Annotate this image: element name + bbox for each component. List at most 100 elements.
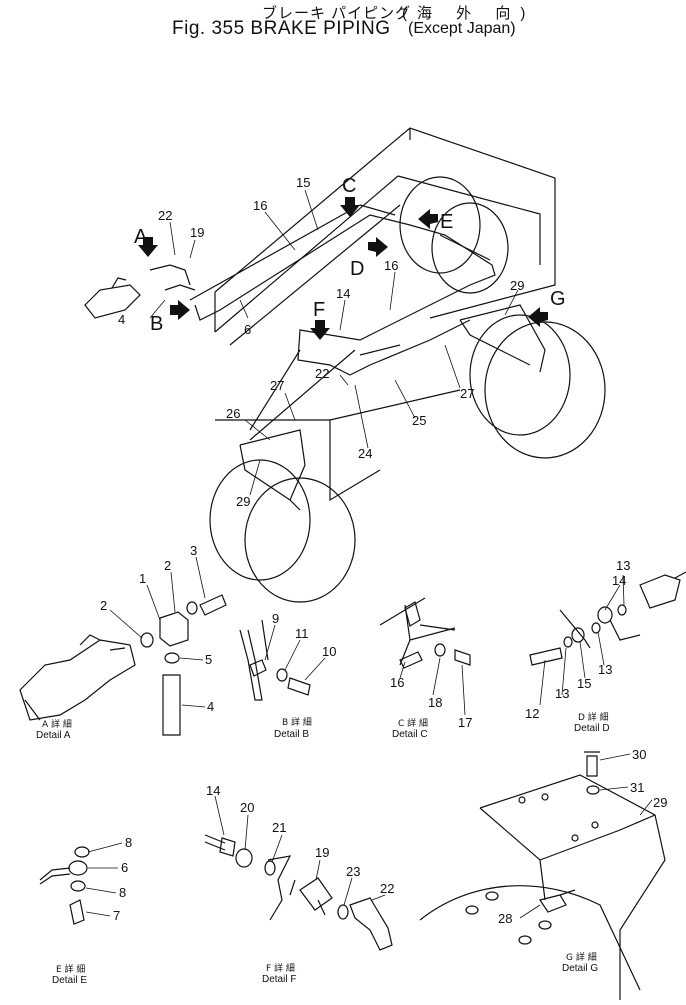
detail-g: 30 31 29 28 G 詳 細 Detail G	[419, 747, 667, 1000]
detail-c-clamp	[399, 601, 423, 669]
detail-a-part-4: 4	[207, 699, 214, 714]
detail-c-part-16: 16	[390, 675, 404, 690]
brake-pipe-parallel	[189, 204, 491, 441]
figure-title: Fig. 355 BRAKE PIPING	[172, 18, 391, 39]
detail-d-part-13: 13	[616, 558, 630, 573]
callout-27b: 27	[460, 386, 474, 401]
detail-e-bolt	[69, 899, 85, 925]
arrow-d	[368, 237, 388, 257]
detail-d-bolt	[529, 647, 563, 666]
detail-b-pipe	[239, 629, 263, 701]
detail-b-en-label: Detail B	[274, 729, 309, 740]
detail-d-washer-mid	[563, 636, 573, 648]
front-wheel-lower	[431, 202, 509, 294]
callout-15: 15	[296, 175, 310, 190]
detail-f-clip	[264, 860, 276, 876]
detail-g-fender	[479, 774, 666, 1000]
detail-f-pipe	[204, 834, 226, 851]
detail-g-hole-4	[591, 821, 599, 829]
detail-g-part-29: 29	[653, 795, 667, 810]
detail-a-washer	[140, 632, 154, 648]
detail-a-part-3: 3	[190, 543, 197, 558]
leader-lines-main	[149, 189, 519, 496]
detail-b-leaders	[264, 624, 326, 681]
detail-b-bolt	[287, 677, 311, 696]
detail-g-hole-2	[541, 793, 549, 801]
detail-e-part-6: 6	[121, 860, 128, 875]
detail-f-part-14: 14	[206, 783, 220, 798]
callout-6: 6	[244, 322, 251, 337]
detail-d-part-14: 14	[612, 573, 626, 588]
rear-wheel-right-inner	[469, 314, 571, 436]
detail-e-part-8b: 8	[119, 885, 126, 900]
detail-f-seal	[337, 904, 349, 920]
detail-g-en-label: Detail G	[562, 963, 598, 974]
detail-f-nut	[235, 848, 253, 868]
detail-b-part-11: 11	[295, 626, 309, 641]
detail-g-washer	[586, 785, 600, 795]
front-wheel-upper	[399, 176, 481, 274]
detail-e-jp-label: E 詳 細	[56, 963, 85, 975]
detail-b-washer	[276, 668, 288, 682]
view-letter-b: B	[150, 313, 163, 335]
detail-a-part-2: 2	[164, 558, 171, 573]
detail-a-washer-2	[186, 601, 198, 615]
detail-g-leaders	[519, 753, 653, 919]
detail-g-boss-1	[465, 905, 479, 915]
detail-f-part-21: 21	[272, 820, 286, 835]
callout-29: 29	[510, 278, 524, 293]
detail-c-part-18: 18	[428, 695, 442, 710]
detail-b: 9 11 10 B 詳 細 Detail B	[239, 611, 336, 740]
detail-d-part-13c: 13	[598, 662, 612, 677]
detail-g-part-28: 28	[498, 911, 512, 926]
view-letter-e: E	[440, 211, 453, 233]
detail-c-bolt	[454, 649, 471, 666]
title-japanese-region: (海 外 向)	[402, 5, 536, 22]
arrow-e	[418, 209, 438, 229]
detail-c-leaders	[399, 657, 466, 716]
detail-e-part-7: 7	[113, 908, 120, 923]
detail-g-hole-1	[518, 796, 526, 804]
callout-26: 26	[226, 406, 240, 421]
detail-c-pipes	[379, 597, 456, 666]
detail-d-washer-right	[591, 622, 601, 634]
callout-16b: 16	[384, 258, 398, 273]
callout-24: 24	[358, 446, 372, 461]
detail-a-pipe	[162, 674, 181, 736]
detail-g-boss-4	[538, 920, 552, 930]
detail-a-part-1: 1	[139, 571, 146, 586]
detail-f-union	[299, 877, 333, 916]
detail-f-part-22: 22	[380, 881, 394, 896]
detail-e: 8 6 8 7 E 詳 細 Detail E	[39, 835, 132, 986]
arrow-a	[138, 237, 158, 257]
fender-right	[459, 304, 546, 373]
arrow-g	[528, 307, 548, 327]
detail-f-en-label: Detail F	[262, 974, 296, 985]
detail-g-part-30: 30	[632, 747, 646, 762]
detail-b-part-10: 10	[322, 644, 336, 659]
detail-b-jp-label: B 詳 細	[282, 716, 312, 728]
callout-4: 4	[118, 312, 125, 327]
detail-d-fitting	[571, 627, 585, 643]
view-letter-f: F	[313, 299, 325, 321]
detail-d: 14 13 12 13 15 13 D 詳 細 Detail D	[525, 558, 686, 734]
callout-22b: 22	[315, 366, 329, 381]
brake-pipe-main	[194, 214, 496, 431]
detail-a-leaders	[109, 556, 206, 708]
detail-a: 1 2 3 2 5 4 A 詳 細 Detail A	[19, 543, 227, 741]
detail-f-hose	[349, 897, 393, 951]
fender-left	[239, 429, 306, 511]
callout-25: 25	[412, 413, 426, 428]
detail-c-en-label: Detail C	[392, 729, 428, 740]
main-assembly-view: A B C D E F G 22 19 4 16 15 6 16 14 29 2…	[84, 127, 606, 603]
frame-side	[215, 389, 461, 502]
detail-e-leaders	[85, 842, 123, 917]
detail-a-jp-label: A 詳 細	[42, 718, 72, 730]
detail-d-nut	[597, 606, 613, 624]
arrow-b	[170, 300, 190, 320]
detail-d-jp-label: D 詳 細	[578, 711, 609, 723]
detail-g-bolt	[584, 751, 600, 777]
detail-f-fitting	[219, 837, 236, 857]
detail-d-part-12: 12	[525, 706, 539, 721]
